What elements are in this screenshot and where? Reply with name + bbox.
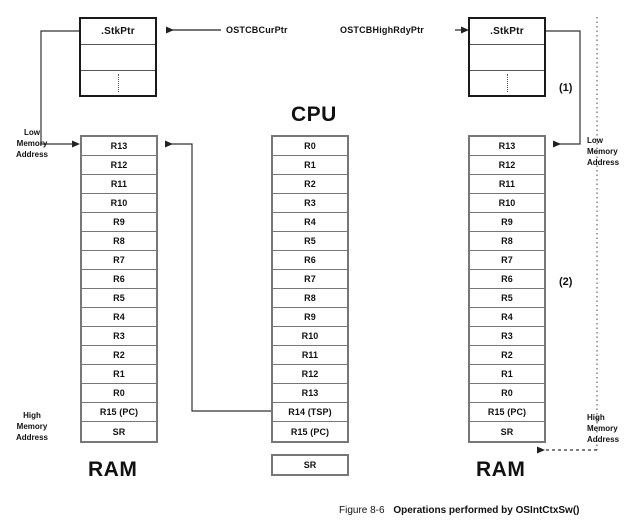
- low-memory-line-1: Low: [587, 136, 603, 145]
- left-ram-stack-cell: R0: [82, 384, 156, 403]
- left-ram-stack-cell: R15 (PC): [82, 403, 156, 422]
- cpu-register-cell: R12: [273, 365, 347, 384]
- cpu-register-cell: R3: [273, 194, 347, 213]
- cpu-status-register[interactable]: SR: [271, 454, 349, 476]
- left-ram-stack-cell: R9: [82, 213, 156, 232]
- cpu-title: CPU: [291, 103, 337, 126]
- figure-caption: Figure 8-6 Operations performed by OSInt…: [339, 505, 580, 516]
- left-ram-stack-cell: R5: [82, 289, 156, 308]
- cpu-register-cell: R1: [273, 156, 347, 175]
- right-ram-stack-cell: R8: [470, 232, 544, 251]
- high-memory-line-2: Memory: [587, 424, 618, 433]
- cpu-register-cell: R15 (PC): [290, 426, 330, 437]
- right-ram-stack-cell: R0: [470, 384, 544, 403]
- tcb-high-ready-task[interactable]: .StkPtr: [468, 17, 546, 97]
- left-ram-title: RAM: [88, 458, 138, 481]
- right-ram-stack-cell: R6: [470, 270, 544, 289]
- right-ram-stack-cell: SR: [500, 426, 514, 437]
- right-ram-stack-cell: R5: [470, 289, 544, 308]
- low-memory-line-3: Address: [15, 150, 48, 159]
- right-ram-stack-cell: R4: [470, 308, 544, 327]
- cpu-register-cell: R13: [273, 384, 347, 403]
- right-ram-stack-cell: R9: [470, 213, 544, 232]
- left-ram-stack-cell: R1: [82, 365, 156, 384]
- vertical-dots-icon: [118, 74, 119, 92]
- low-memory-line-1: Low: [24, 128, 40, 137]
- label-ostcbhighrdyptr: OSTCBHighRdyPtr: [340, 25, 424, 35]
- left-ram-stack-cell: R11: [82, 175, 156, 194]
- low-memory-line-3: Address: [587, 158, 620, 167]
- right-ram-stack-cell: R2: [470, 346, 544, 365]
- left-ram-stack-cell: SR: [112, 426, 126, 437]
- label-ostcbcurptr: OSTCBCurPtr: [226, 25, 288, 35]
- right-ram-stack-cell: R10: [470, 194, 544, 213]
- wire-cpu-tsp-to-left-stack: [165, 140, 271, 412]
- left-low-memory-address-label: Low Memory Address: [4, 127, 60, 160]
- low-memory-line-2: Memory: [587, 147, 618, 156]
- cpu-register-cell: R5: [273, 232, 347, 251]
- right-ram-stack-cell: R12: [470, 156, 544, 175]
- high-memory-line-1: High: [23, 411, 41, 420]
- tcb-current-empty-field: [81, 45, 155, 71]
- cpu-register-cell: R0: [273, 137, 347, 156]
- cpu-register-cell: R8: [273, 289, 347, 308]
- right-ram-stack-cell: R7: [470, 251, 544, 270]
- figure-title: Operations performed by OSIntCtxSw(): [393, 505, 580, 516]
- high-memory-line-1: High: [587, 413, 605, 422]
- tcb-current-continuation: [81, 71, 155, 95]
- high-memory-line-2: Memory: [16, 422, 48, 431]
- label-step-2: (2): [559, 276, 573, 288]
- label-step-1: (1): [559, 82, 573, 94]
- tcb-current-stkptr-field: .StkPtr: [81, 19, 155, 45]
- left-ram-stack-cell: R13: [82, 137, 156, 156]
- cpu-register-cell: R14 (TSP): [273, 403, 347, 422]
- left-ram-stack-cell: R6: [82, 270, 156, 289]
- left-ram-stack-cell: R8: [82, 232, 156, 251]
- left-ram-stack-cell: R7: [82, 251, 156, 270]
- tcb-high-ready-continuation: [470, 71, 544, 95]
- cpu-register-cell: R9: [273, 308, 347, 327]
- right-ram-stack-cell: R15 (PC): [470, 403, 544, 422]
- tcb-current-task[interactable]: .StkPtr: [79, 17, 157, 97]
- cpu-register-cell: R10: [273, 327, 347, 346]
- tcb-high-ready-stkptr-field: .StkPtr: [470, 19, 544, 45]
- left-ram-stack-cell: R4: [82, 308, 156, 327]
- tcb-high-ready-empty-field: [470, 45, 544, 71]
- left-ram-stack-cell: R3: [82, 327, 156, 346]
- left-ram-stack-cell: R10: [82, 194, 156, 213]
- right-ram-stack-cell: R13: [470, 137, 544, 156]
- cpu-register-cell: R4: [273, 213, 347, 232]
- cpu-register-cell: R7: [273, 270, 347, 289]
- right-ram-stack-cell: R3: [470, 327, 544, 346]
- cpu-status-register-label: SR: [303, 460, 317, 470]
- left-high-memory-address-label: High Memory Address: [4, 410, 60, 443]
- high-memory-line-3: Address: [587, 435, 620, 444]
- right-low-memory-address-label: Low Memory Address: [587, 135, 627, 168]
- right-ram-stack-cell: R11: [470, 175, 544, 194]
- figure-number: Figure 8-6: [339, 505, 385, 516]
- low-memory-line-2: Memory: [16, 139, 48, 148]
- left-ram-stack-cell: R2: [82, 346, 156, 365]
- high-memory-line-3: Address: [15, 433, 48, 442]
- cpu-register-cell: R6: [273, 251, 347, 270]
- left-ram-stack-cell: R12: [82, 156, 156, 175]
- cpu-register-cell: R11: [273, 346, 347, 365]
- cpu-register-cell: R2: [273, 175, 347, 194]
- right-ram-stack-cell: R1: [470, 365, 544, 384]
- right-ram-title: RAM: [476, 458, 526, 481]
- vertical-dots-icon: [507, 74, 508, 92]
- right-high-memory-address-label: High Memory Address: [587, 412, 627, 445]
